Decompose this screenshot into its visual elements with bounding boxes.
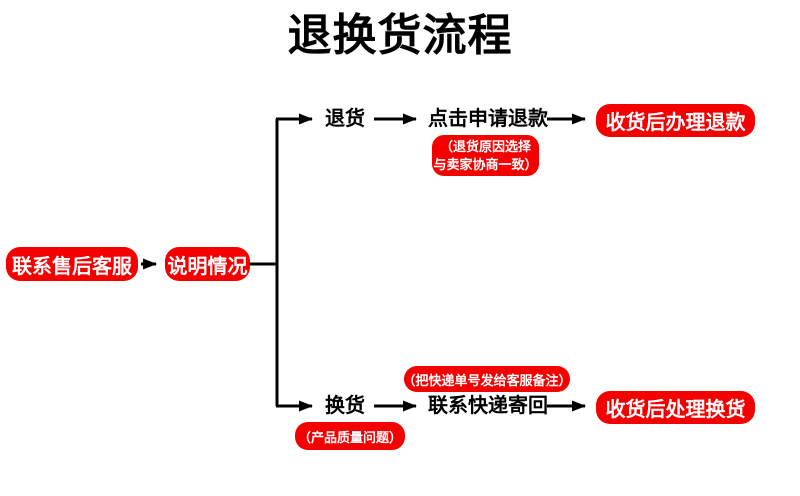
- step-click-apply-refund: 点击申请退款: [428, 108, 548, 130]
- note-return-reason: （退货原因选择 与卖家协商一致）: [432, 135, 539, 176]
- branch-label-return: 退货: [325, 108, 365, 130]
- node-explain-situation: 说明情况: [165, 247, 250, 281]
- branch-label-exchange: 换货: [325, 395, 365, 417]
- result-exchange-after-receipt: 收货后处理换货: [596, 391, 755, 424]
- note-tracking-number: （把快递单号发给客服备注）: [403, 366, 572, 392]
- step-contact-courier: 联系快递寄回: [428, 395, 548, 417]
- node-contact-service: 联系售后客服: [6, 247, 138, 281]
- result-refund-after-receipt: 收货后办理退款: [596, 104, 755, 137]
- note-return-reason-line1: （退货原因选择: [439, 138, 531, 154]
- page-title: 退换货流程: [287, 11, 513, 60]
- note-return-reason-line2: 与卖家协商一致）: [433, 156, 538, 172]
- note-quality-issue: （产品质量问题）: [295, 422, 405, 450]
